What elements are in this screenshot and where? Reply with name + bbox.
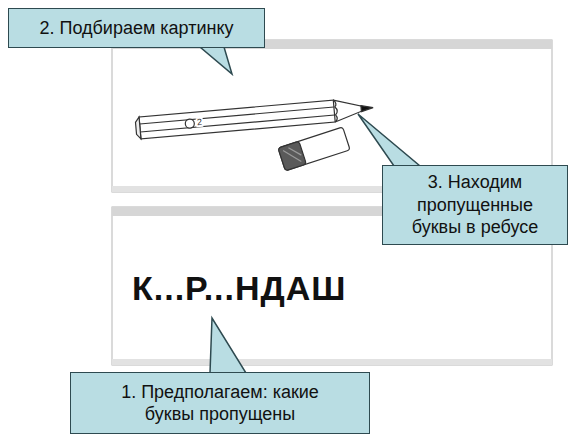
callout-tail	[200, 47, 232, 74]
callout-box: 3. Находим пропущенные буквы в ребусе	[382, 165, 568, 245]
callout-box: 2. Подбираем картинку	[8, 8, 265, 48]
word-card: К...Р...НДАШ	[112, 207, 552, 365]
callout-box: 1. Предполагаем: какие буквы пропущены	[70, 372, 370, 434]
step-text: 1. Предполагаем: какие буквы пропущены	[95, 381, 345, 426]
callout-tail	[358, 114, 420, 166]
step-text: 2. Подбираем картинку	[17, 17, 257, 40]
rebus-word: К...Р...НДАШ	[132, 269, 347, 308]
step-text: 3. Находим пропущенные буквы в ребусе	[390, 171, 560, 239]
pencil-mark: 2	[196, 118, 204, 128]
eraser-drawing	[278, 127, 350, 171]
callout-tail	[210, 318, 246, 373]
